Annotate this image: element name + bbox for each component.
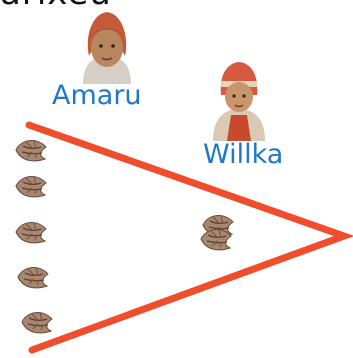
amaru-portrait [83,12,131,84]
shell-icon [15,221,47,244]
shell-icon [15,175,47,198]
greater-than-sign [25,121,353,354]
willka-name-label: Willka [203,139,284,170]
shell-icon [200,228,232,251]
willka-portrait [213,62,265,141]
shell-icon [15,139,47,162]
shell-icon [17,266,49,289]
amaru-name-label: Amaru [52,80,142,111]
title-fragment: arixeu [0,0,112,10]
shell-icon [21,311,53,334]
